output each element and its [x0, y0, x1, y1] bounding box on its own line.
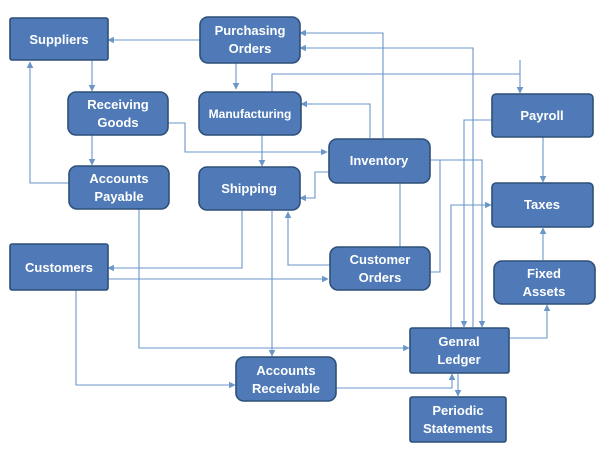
customers-label: Customers: [25, 260, 93, 275]
node-suppliers: Suppliers: [9, 17, 109, 61]
accounts-payable-label-2: Payable: [94, 189, 143, 204]
edge-payroll-line-to-manufacturing: [271, 73, 524, 94]
periodic-statements-label-1: Periodic: [432, 403, 483, 418]
edge-customers-to-receivable: [75, 290, 236, 389]
edge-ledger-to-fixed: [509, 304, 551, 339]
manufacturing-label: Manufacturing: [209, 107, 292, 121]
customer-orders-label-2: Orders: [359, 270, 402, 285]
node-fixed-assets: Fixed Assets: [493, 260, 596, 305]
edge-payable-to-suppliers: [26, 61, 69, 184]
edge-inventory-to-manufacturing: [300, 100, 371, 138]
purchasing-orders-label-2: Orders: [229, 41, 272, 56]
node-manufacturing: Manufacturing: [198, 91, 302, 136]
node-inventory: Inventory: [328, 138, 431, 184]
edge-receiving-to-inventory: [168, 122, 328, 156]
accounts-receivable-label-1: Accounts: [256, 363, 315, 378]
customer-orders-label-1: Customer: [350, 252, 411, 267]
node-periodic-statements: Periodic Statements: [409, 396, 507, 443]
purchasing-orders-label-1: Purchasing: [215, 23, 286, 38]
edge-orders-to-shipping: [284, 211, 330, 266]
edge-payroll-to-ledger: [460, 119, 492, 328]
edge-ledger-to-purchasing: [299, 44, 474, 327]
node-customers: Customers: [9, 243, 109, 291]
edge-inventory-to-ledger: [430, 159, 486, 328]
general-ledger-label-2: Ledger: [437, 352, 480, 367]
taxes-label: Taxes: [524, 197, 560, 212]
edge-payable-to-ledger: [138, 209, 410, 352]
edge-shipping-to-customers: [107, 211, 243, 272]
inventory-label: Inventory: [350, 153, 409, 168]
node-purchasing-orders: Purchasing Orders: [199, 16, 301, 64]
periodic-statements-label-2: Statements: [423, 421, 493, 436]
node-customer-orders: Customer Orders: [329, 246, 431, 291]
receiving-goods-label-1: Receiving: [87, 97, 148, 112]
payroll-label: Payroll: [520, 108, 563, 123]
receiving-goods-label-2: Goods: [97, 115, 138, 130]
node-accounts-payable: Accounts Payable: [68, 165, 170, 210]
edge-inventory-to-purchasing: [299, 29, 384, 138]
node-taxes: Taxes: [491, 182, 594, 228]
connector-lines: [26, 29, 551, 397]
general-ledger-label-1: Genral: [438, 334, 479, 349]
shipping-label: Shipping: [221, 181, 277, 196]
fixed-assets-label-2: Assets: [523, 284, 566, 299]
edge-orders-to-ledger: [430, 160, 441, 273]
edge-receivable-to-ledger: [336, 373, 456, 389]
accounts-receivable-label-2: Receivable: [252, 381, 320, 396]
node-accounts-receivable: Accounts Receivable: [235, 356, 337, 402]
node-shipping: Shipping: [198, 166, 301, 211]
node-payroll: Payroll: [491, 93, 594, 138]
node-receiving-goods: Receiving Goods: [67, 91, 169, 136]
edge-inventory-to-shipping: [299, 171, 329, 202]
fixed-assets-label-1: Fixed: [527, 266, 561, 281]
accounts-payable-label-1: Accounts: [89, 171, 148, 186]
suppliers-label: Suppliers: [29, 32, 88, 47]
node-general-ledger: Genral Ledger: [409, 327, 510, 374]
edge-ledger-to-taxes: [450, 201, 492, 327]
